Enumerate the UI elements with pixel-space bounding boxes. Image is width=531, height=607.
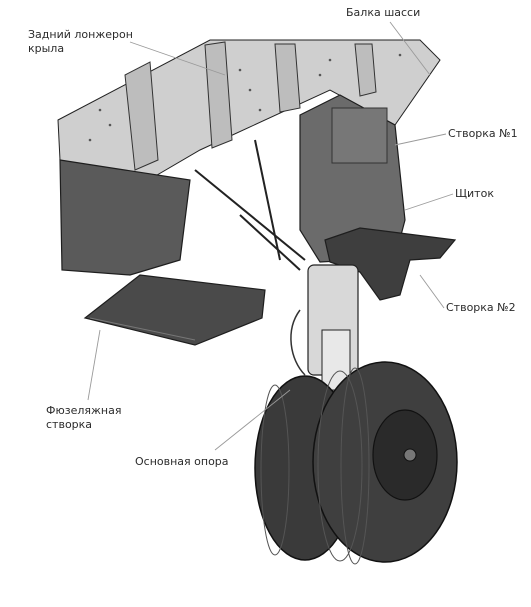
label-rear-spar-line2: крыла — [28, 42, 65, 55]
label-door-1: Створка №1 — [448, 127, 518, 140]
fuselage-door — [59, 159, 191, 276]
label-gear-beam: Балка шасси — [346, 6, 421, 19]
gear-linkage — [194, 139, 306, 271]
label-main-gear: Основная опора — [135, 455, 229, 468]
label-rear-spar: Задний лонжерон крыла — [28, 28, 133, 56]
tire-grooves — [260, 367, 370, 565]
hydraulic-line — [290, 309, 306, 376]
label-flap: Щиток — [455, 187, 494, 200]
axle-cap — [403, 448, 417, 462]
door-1-plate — [331, 107, 388, 164]
label-door-2: Створка №2 — [446, 301, 516, 314]
label-fuselage-door: Фюзеляжная створка — [46, 404, 121, 432]
wing-ribs — [124, 41, 377, 171]
leader-lines — [87, 21, 454, 451]
label-fuselage-door-line1: Фюзеляжная — [46, 404, 122, 417]
label-fuselage-door-line2: створка — [46, 418, 93, 431]
rivets — [88, 53, 402, 142]
fuselage-door-panel — [83, 274, 266, 346]
label-rear-spar-line1: Задний лонжерон — [28, 28, 133, 41]
door-edge — [89, 317, 196, 341]
